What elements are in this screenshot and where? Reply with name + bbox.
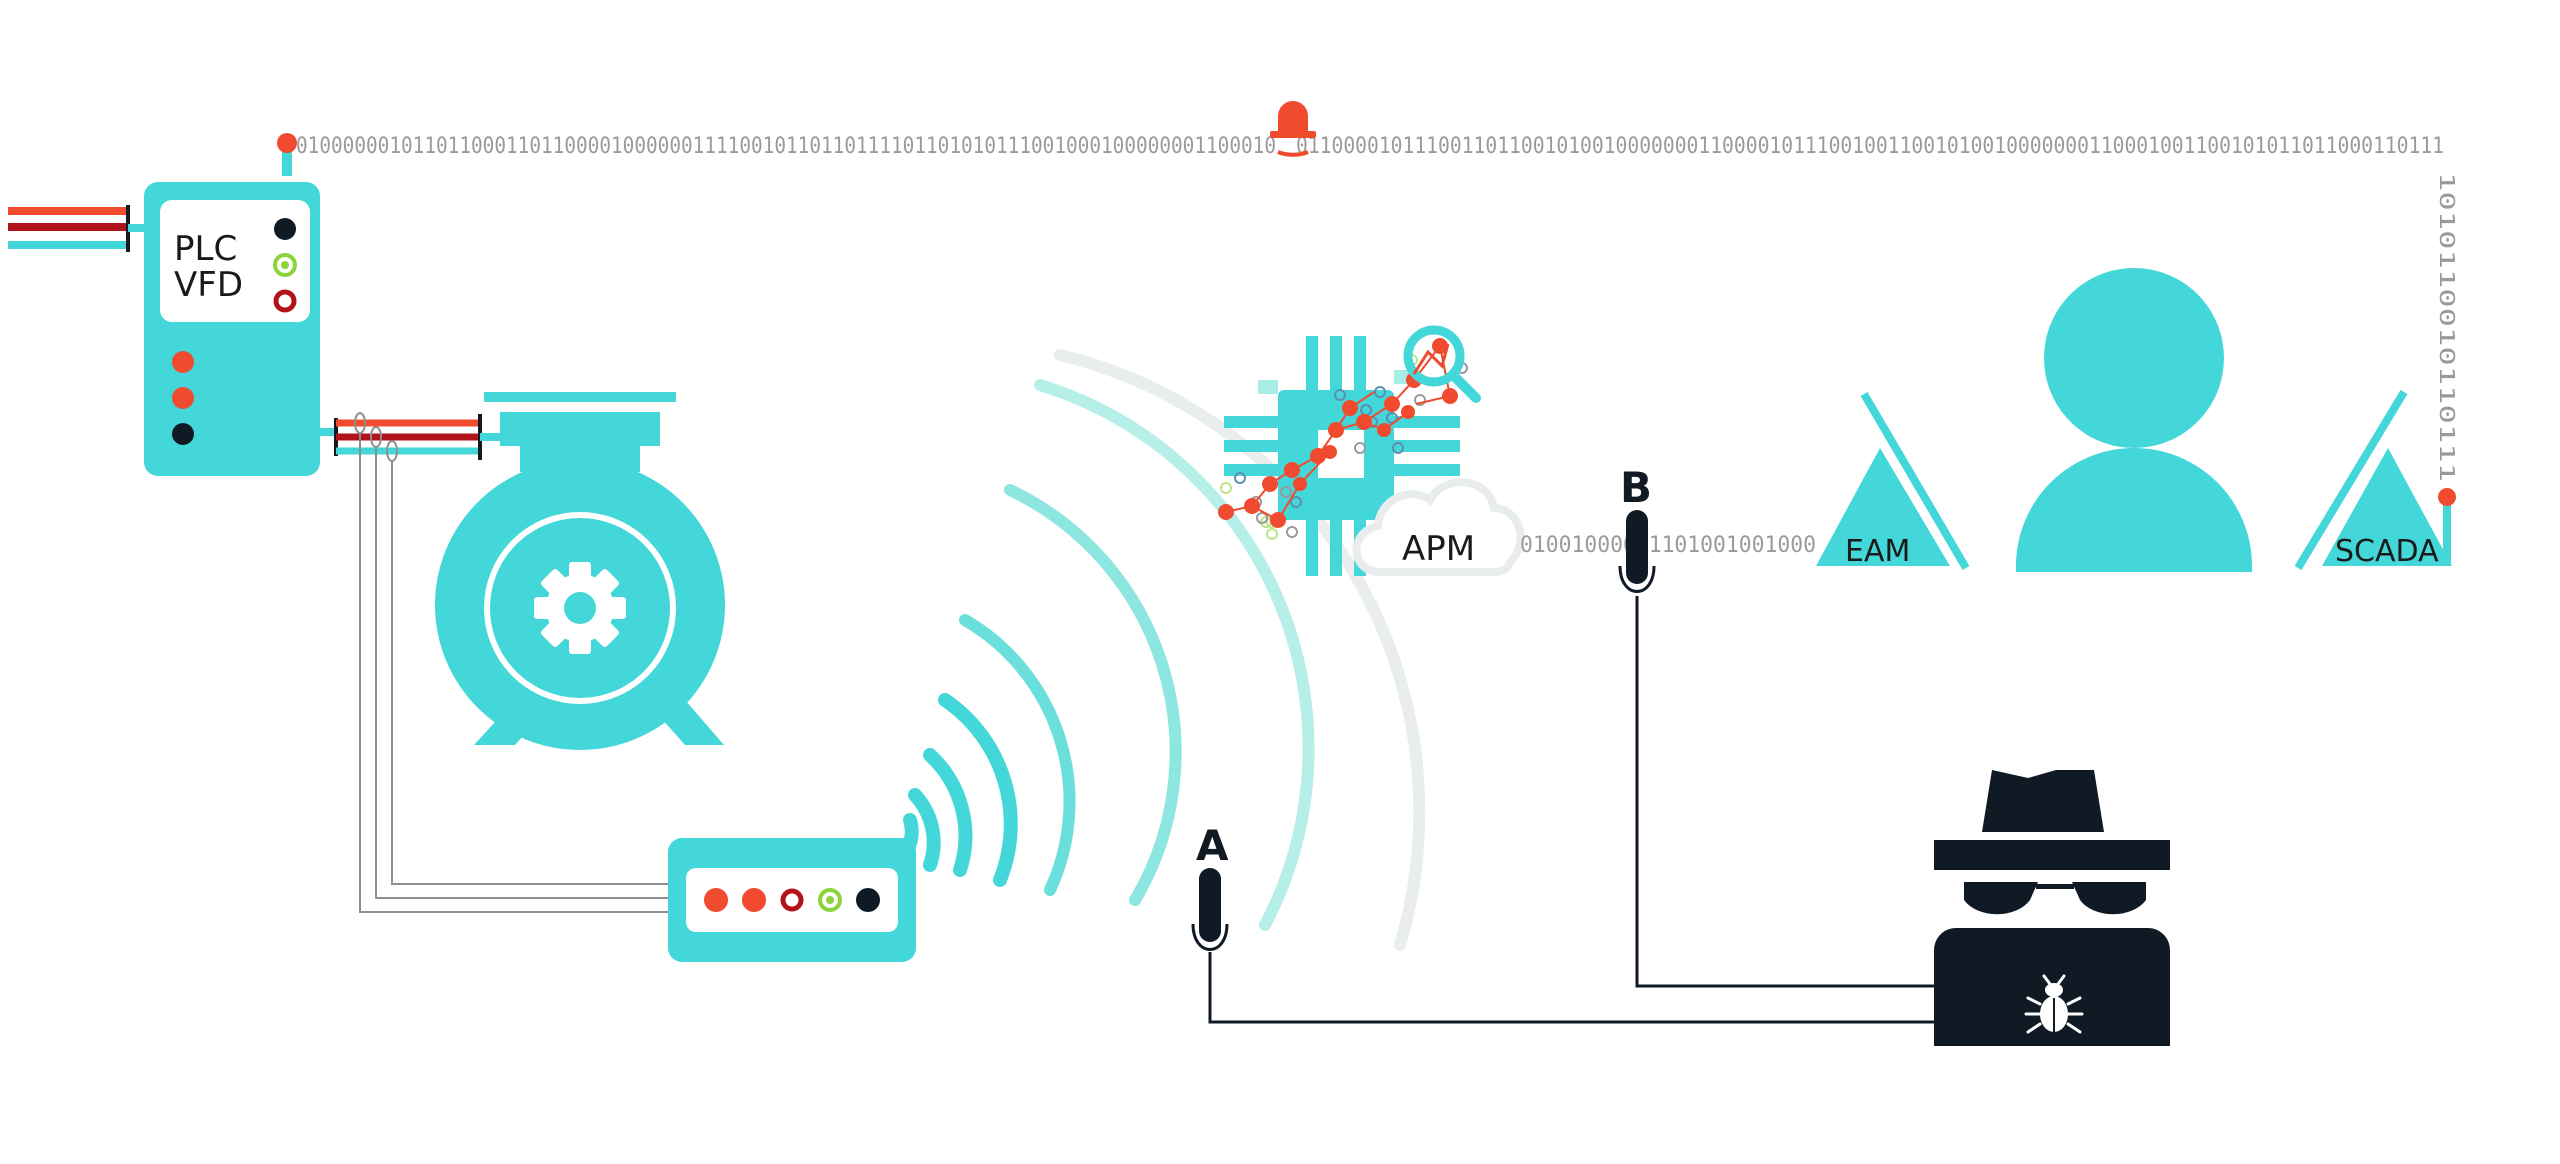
alarm-bell-icon xyxy=(1270,101,1316,157)
status-led-red-ring xyxy=(273,289,297,313)
eam-system: EAM xyxy=(1816,391,1970,571)
plc-motor-cables xyxy=(320,414,500,460)
gear-icon xyxy=(534,562,626,654)
binary-stream-vertical: 1010110010110111 xyxy=(2435,172,2459,482)
wireless-sensor-gateway xyxy=(668,838,916,962)
probe-b-label: B xyxy=(1620,463,1652,512)
probe-connections xyxy=(1208,596,1936,1024)
wave-arc-8 xyxy=(1054,349,1426,951)
magnifier-icon xyxy=(1403,325,1481,403)
gateway-led-red-1 xyxy=(704,888,728,912)
binary-stream-top-left: 0100000010110110001101100001000000111100… xyxy=(296,134,1276,159)
wave-arc-7 xyxy=(1034,379,1315,931)
bug-icon xyxy=(2024,974,2084,1034)
wireless-waves-icon xyxy=(893,349,1426,951)
sensor-wires xyxy=(354,412,672,913)
binary-stream-segment: 01001000011101001001000 xyxy=(1520,533,1816,558)
person-icon xyxy=(2016,268,2252,572)
wave-arc-5 xyxy=(959,614,1076,896)
apm-analytics-chip: APM xyxy=(1218,325,1525,576)
incoming-cables xyxy=(8,205,146,252)
spy-hacker-icon xyxy=(1934,770,2170,1046)
binary-stream-top-right: 0110000101110011011001010010000000110000… xyxy=(1296,134,2444,159)
wave-arc-4 xyxy=(938,693,1018,887)
microphone-probe-icon xyxy=(1191,868,1229,951)
network-graph-icon xyxy=(1218,338,1468,540)
indicator-red-1 xyxy=(172,351,194,373)
plc-vfd-controller: PLC VFD xyxy=(144,182,320,476)
indicator-red-2 xyxy=(172,387,194,409)
apm-label: APM xyxy=(1402,529,1475,569)
binary-data-bus: 0100000010110110001101100001000000111100… xyxy=(277,133,2459,565)
gateway-led-dark xyxy=(856,888,880,912)
wave-arc-2 xyxy=(908,788,941,872)
wave-arc-6 xyxy=(1004,484,1182,906)
vfd-label: VFD xyxy=(174,265,243,305)
probe-a-label: A xyxy=(1196,821,1229,870)
wave-arc-3 xyxy=(923,748,973,877)
scada-system: SCADA xyxy=(2294,389,2452,571)
eam-label: EAM xyxy=(1845,534,1910,569)
plc-label: PLC xyxy=(174,229,237,269)
bus-left-node xyxy=(277,133,297,153)
bus-right-node xyxy=(2438,488,2456,506)
microphone-probe-icon xyxy=(1618,510,1656,593)
scada-label: SCADA xyxy=(2335,534,2439,569)
gateway-led-green xyxy=(818,888,842,912)
gateway-led-red-ring xyxy=(780,888,804,912)
status-led-dark xyxy=(274,218,296,240)
probe-b: B xyxy=(1618,463,1656,593)
status-led-green xyxy=(273,253,297,277)
electric-motor xyxy=(435,392,725,750)
indicator-dark xyxy=(172,423,194,445)
probe-a: A xyxy=(1191,821,1229,951)
cloud-icon: APM xyxy=(1352,478,1525,576)
gateway-led-red-2 xyxy=(742,888,766,912)
